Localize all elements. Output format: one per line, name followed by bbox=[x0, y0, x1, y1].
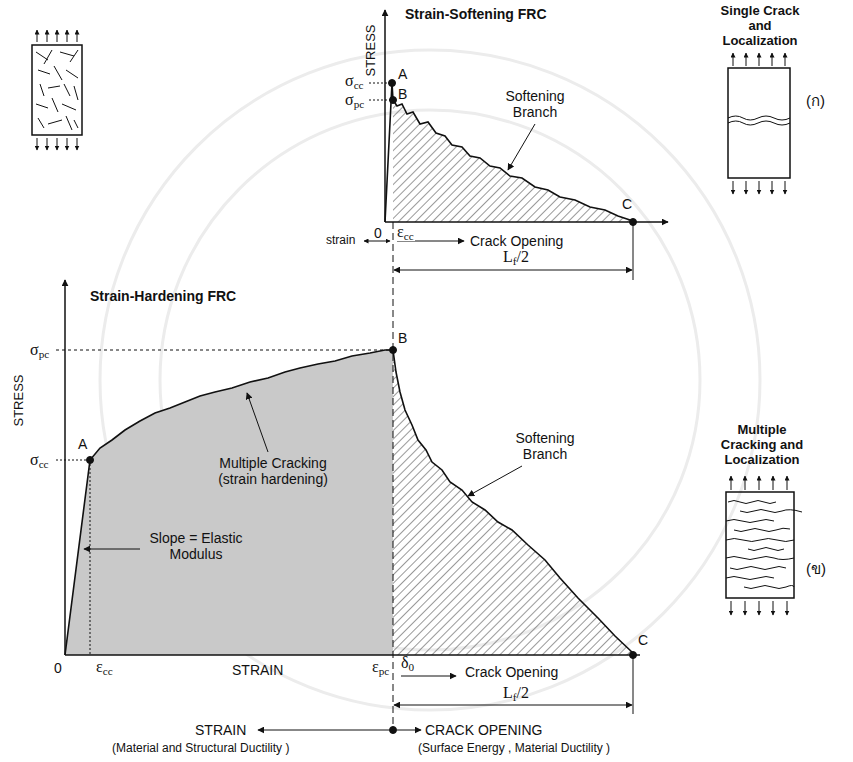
hardening-chart bbox=[56, 280, 640, 714]
axis-note: (Material and Structural Ductility ) bbox=[112, 741, 289, 755]
softening-chart bbox=[364, 10, 668, 280]
stress-value: σcc bbox=[30, 451, 49, 469]
point-label: C bbox=[622, 196, 632, 212]
point-label: C bbox=[638, 632, 648, 648]
stress-value: σcc bbox=[345, 72, 364, 90]
chart-title: Strain-Hardening FRC bbox=[90, 288, 236, 304]
branch-label: Softening Branch bbox=[495, 88, 575, 120]
slope-label: Slope = Elastic Modulus bbox=[140, 530, 252, 562]
axis-title: STRESS bbox=[362, 24, 377, 76]
stress-value: σpc bbox=[30, 341, 49, 359]
strain-value: εcc bbox=[96, 658, 113, 676]
specimen-fibres bbox=[32, 30, 82, 150]
specimen-multiple-cracks bbox=[726, 476, 802, 615]
axis-title: CRACK OPENING bbox=[425, 722, 542, 738]
dimension-label: Lf/2 bbox=[503, 248, 529, 266]
axis-title: STRESS bbox=[11, 374, 26, 426]
point-label: A bbox=[398, 66, 407, 82]
point-label: B bbox=[398, 330, 407, 346]
branch-label: Softening Branch bbox=[505, 430, 585, 462]
stress-value: σpc bbox=[345, 91, 364, 109]
axis-note: strain bbox=[326, 233, 355, 247]
point-label: B bbox=[398, 86, 407, 102]
dimension-label: Lf/2 bbox=[503, 684, 529, 702]
panel-tag: (ข) bbox=[806, 560, 826, 577]
panel-tag: (ก) bbox=[806, 92, 825, 109]
chart-title: Strain-Softening FRC bbox=[405, 6, 547, 22]
axis-note: (Surface Energy , Material Ductility ) bbox=[418, 741, 610, 755]
strain-value: εpc bbox=[371, 658, 390, 676]
strain-value: εcc bbox=[396, 223, 415, 241]
specimen-single-crack bbox=[728, 53, 790, 194]
specimen-caption: Multiple Cracking and Localization bbox=[712, 422, 812, 467]
point-label: A bbox=[78, 436, 87, 452]
crack-value: δ0 bbox=[401, 654, 414, 672]
specimen-caption: Single Crack and Localization bbox=[714, 3, 806, 48]
axis-note: Crack Opening bbox=[465, 664, 558, 680]
axis-note: Crack Opening bbox=[470, 233, 563, 249]
region-label: Multiple Cracking (strain hardening) bbox=[206, 455, 340, 487]
axis-title: STRAIN bbox=[195, 722, 246, 738]
origin-label: 0 bbox=[374, 225, 382, 241]
origin-label: 0 bbox=[54, 660, 62, 676]
axis-title: STRAIN bbox=[232, 662, 283, 678]
